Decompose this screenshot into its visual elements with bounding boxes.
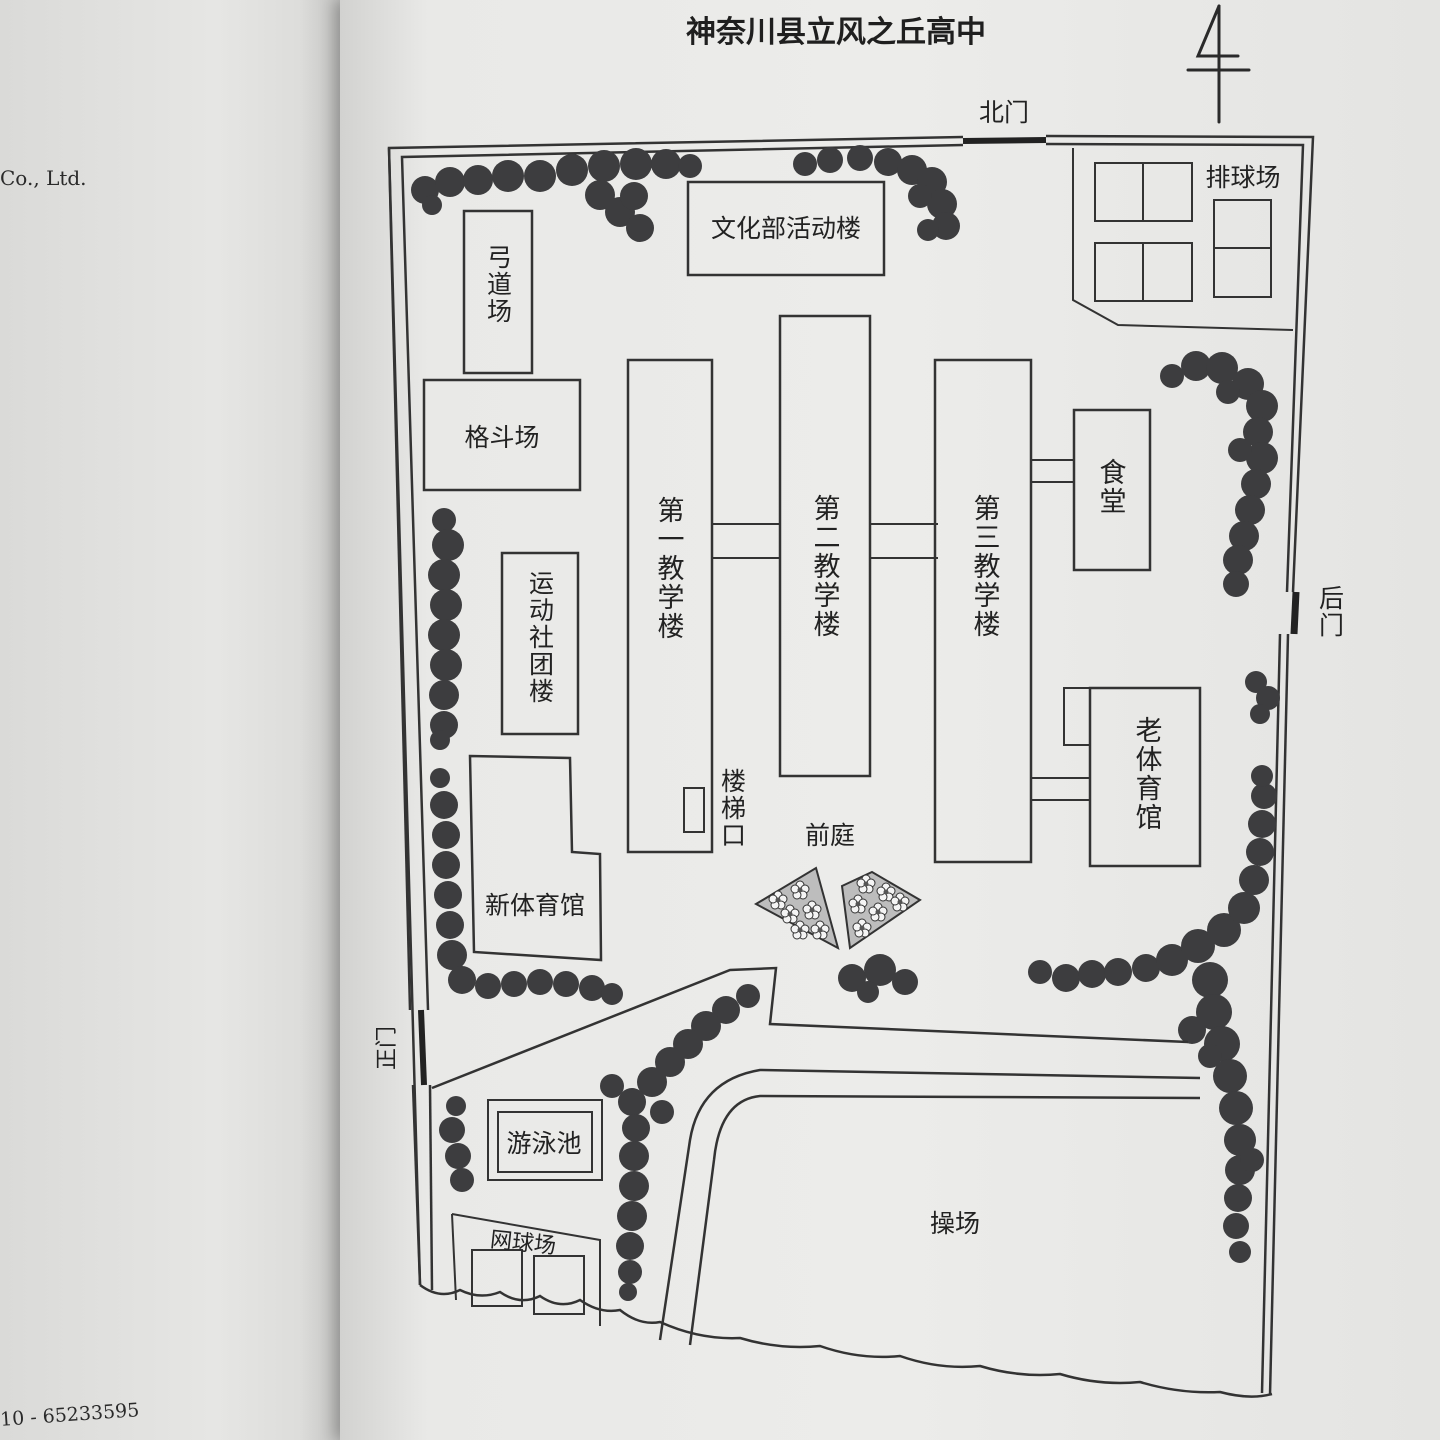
volleyball-court-area (1072, 148, 1294, 331)
gates: 北门 后门 正门 (375, 98, 1345, 1086)
tennis-court-label: 网球场 (489, 1228, 557, 1260)
tree-cluster-diagonal (600, 984, 760, 1301)
campus-boundary (387, 134, 1315, 1396)
cafeteria-label: 食堂 (1095, 458, 1126, 516)
archery-range-label: 弓道场 (484, 244, 513, 325)
field-label: 操场 (930, 1209, 980, 1238)
tree-cluster-north-west (411, 148, 702, 242)
culture-club-label: 文化部活动楼 (711, 214, 861, 243)
corridor-2-3 (870, 523, 938, 559)
tree-cluster-east-small (1245, 671, 1280, 724)
new-gym: 新体育馆 (468, 754, 603, 962)
tree-cluster-south-east (1028, 765, 1277, 1263)
tennis-court (451, 1213, 601, 1326)
north-gate-opening (962, 137, 1047, 144)
tree-cluster-east (1160, 351, 1278, 597)
tree-clusters (411, 145, 1280, 1301)
publisher-fragment: Co., Ltd. (0, 166, 87, 190)
stairs-label: 楼梯口 (718, 768, 747, 849)
tree-cluster-south-west-l (430, 768, 623, 1005)
cafeteria: 食堂 (1031, 408, 1152, 572)
tree-cluster-pool-west (439, 1096, 474, 1192)
left-page: Co., Ltd. 10 - 65233595 (0, 0, 360, 1440)
classroom-building-3-label: 第三教学楼 (969, 494, 1001, 639)
main-gate-opening (418, 1009, 427, 1086)
old-gym-label: 老体育馆 (1131, 716, 1163, 832)
flower-bed (753, 866, 922, 950)
north-arrow-icon (1186, 4, 1251, 124)
fighting-hall: 格斗场 (422, 378, 582, 492)
back-gate-label: 后门 (1316, 585, 1345, 639)
north-gate-label: 北门 (979, 98, 1029, 127)
back-gate-opening (1290, 591, 1300, 635)
new-gym-label: 新体育馆 (485, 891, 585, 920)
tree-cluster-south-center (838, 954, 918, 1003)
classroom-building-1-label: 第一教学楼 (653, 496, 685, 641)
map-title: 神奈川县立风之丘高中 (686, 15, 986, 50)
front-court-label: 前庭 (805, 821, 855, 850)
volleyball-court-label: 排球场 (1205, 163, 1280, 192)
fighting-hall-label: 格斗场 (464, 423, 539, 452)
old-gym: 老体育馆 (1031, 686, 1202, 868)
swimming-pool-label: 游泳池 (506, 1129, 581, 1158)
classroom-building-2: 第二教学楼 (778, 314, 872, 778)
classroom-building-3: 第三教学楼 (933, 358, 1033, 864)
sports-club-label: 运动社团楼 (526, 570, 555, 705)
main-gate-label: 正门 (375, 1026, 400, 1070)
culture-club-building: 文化部活动楼 (686, 180, 886, 277)
archery-range: 弓道场 (462, 209, 534, 375)
paths (431, 966, 1201, 1346)
corridor-1-2 (712, 523, 780, 559)
classroom-building-2-label: 第二教学楼 (809, 494, 841, 639)
swimming-pool: 游泳池 (487, 1099, 603, 1181)
south-edge (419, 1283, 1273, 1398)
tree-cluster-west (428, 508, 464, 750)
sports-club-building: 运动社团楼 (500, 551, 580, 736)
classroom-building-1: 第一教学楼 (626, 358, 714, 854)
tree-cluster-north-center (793, 145, 960, 241)
